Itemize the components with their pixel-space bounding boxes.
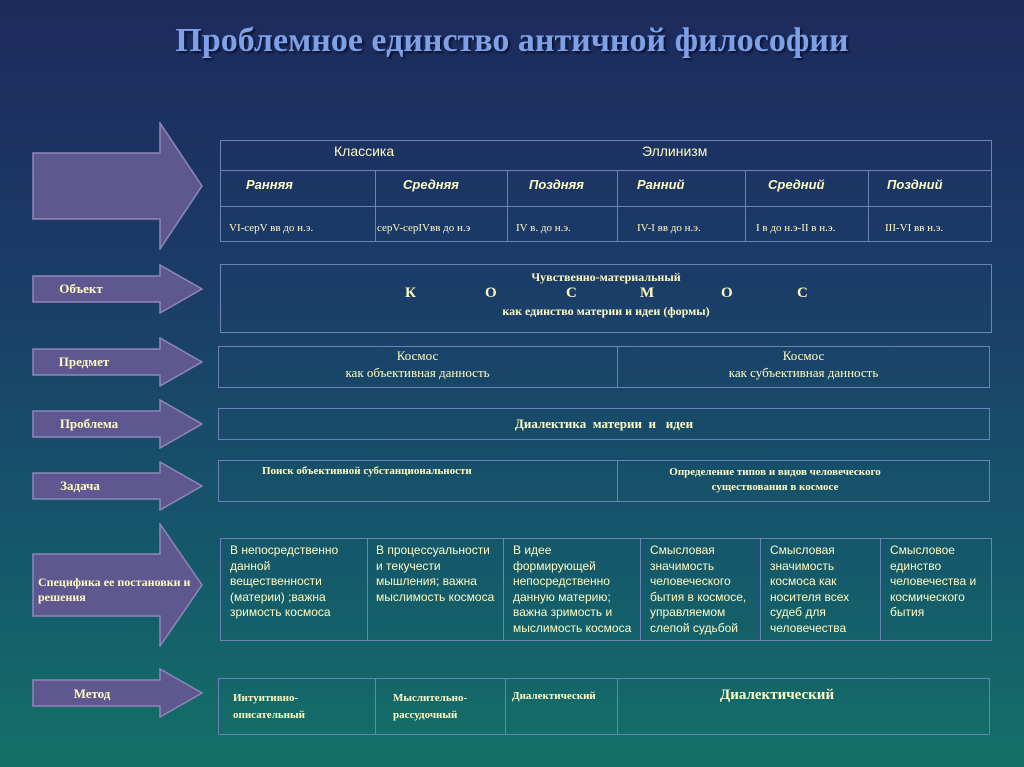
method-cell-3: Диалектический	[512, 690, 596, 702]
problem-label: Проблема	[59, 416, 119, 431]
subject-right-1: Космос	[782, 348, 825, 363]
problem-arrow	[32, 399, 204, 449]
task-label: Задача	[60, 478, 100, 493]
object-line1: Чувственно-материальный	[531, 270, 681, 284]
object-label: Объект	[59, 281, 103, 296]
subject-left-1: Космос	[396, 348, 439, 363]
method-label: Метод	[73, 686, 111, 701]
period-header-table	[220, 140, 992, 242]
date-2: серV-серIVвв до н.э	[377, 222, 471, 234]
period-late: Поздняя	[529, 177, 584, 192]
specifics-box	[220, 538, 992, 641]
specifics-cell: Смысловая значимость человеческого бытия…	[650, 543, 747, 635]
date-1: VI-серV вв до н.э.	[229, 222, 314, 234]
specifics-cell: Смысловая значимость космоса как носител…	[770, 543, 850, 635]
specifics-cell: В процессуальности и текучести мышления;…	[376, 543, 495, 604]
specifics-label: Специфика ее постановки и решения	[38, 575, 191, 604]
group-hellenism: Эллинизм	[642, 143, 708, 159]
header-arrow	[32, 122, 204, 250]
object-box	[220, 264, 992, 333]
method-box	[218, 678, 990, 735]
task-box	[218, 460, 990, 502]
problem-text: Диалектика материи и идеи	[514, 416, 694, 431]
method-cell-1: Интуитивно-описательный	[233, 692, 305, 721]
period-middle: Средняя	[403, 177, 459, 192]
subject-box	[218, 346, 990, 388]
method-arrow	[32, 668, 204, 718]
specifics-cell: В идее формирующей непосредственно данну…	[513, 543, 632, 635]
object-line3: как единство материи и идеи (формы)	[502, 304, 710, 318]
specifics-cell: Смысловое единство человечества и космич…	[890, 543, 977, 619]
period-early-hell: Ранний	[637, 177, 685, 192]
task-right: Определение типов и видов человеческого …	[669, 466, 881, 493]
group-classics: Классика	[334, 143, 395, 159]
cosmos-letter: М	[640, 285, 655, 301]
date-6: III-VI вв н.э.	[885, 222, 944, 234]
cosmos-letter: О	[721, 285, 733, 301]
cosmos-letter: С	[566, 285, 577, 301]
subject-arrow	[32, 337, 204, 387]
date-4: IV-I вв до н.э.	[637, 222, 701, 234]
page-title: Проблемное единство античной философии	[175, 22, 849, 59]
method-cell-2: Мыслительно-рассудочный	[393, 692, 468, 721]
cosmos-letter: К	[405, 285, 416, 301]
specifics-arrow	[32, 523, 204, 647]
subject-right-2: как субъективная данность	[728, 365, 879, 380]
period-middle-hell: Средний	[768, 177, 825, 192]
subject-left-2: как объективная данность	[345, 365, 490, 380]
cosmos-letter: О	[485, 285, 497, 301]
date-3: IV в. до н.э.	[516, 222, 571, 234]
method-cell-4: Диалектический	[719, 687, 835, 703]
cosmos-letter: С	[797, 285, 808, 301]
task-arrow	[32, 461, 204, 511]
problem-box	[218, 408, 990, 440]
period-late-hell: Поздний	[887, 177, 943, 192]
task-left: Поиск объективной субстанциональности	[262, 465, 472, 477]
subject-label: Предмет	[58, 354, 110, 369]
specifics-cell: В непосредственно данной вещественности …	[230, 543, 339, 619]
object-arrow	[32, 264, 204, 314]
period-early: Ранняя	[246, 177, 293, 192]
date-5: I в до н.э-II в н.э.	[756, 222, 836, 234]
